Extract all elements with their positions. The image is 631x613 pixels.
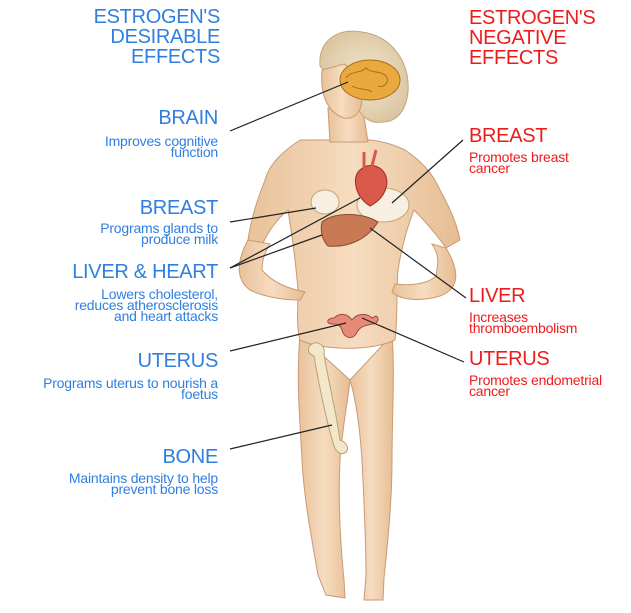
- effect-title: BREAST: [60, 200, 218, 217]
- effect-title: BRAIN: [60, 110, 218, 127]
- effect-description: Increases thromboembolism: [469, 312, 629, 334]
- desirable-effects-heading: ESTROGEN'S DESIRABLE EFFECTS: [60, 7, 220, 67]
- effect-title: BONE: [60, 449, 218, 466]
- effect-description: Lowers cholesterol, reduces atherosclero…: [20, 289, 218, 322]
- effect-description: Maintains density to help prevent bone l…: [20, 473, 218, 495]
- effect-title: BREAST: [469, 128, 629, 145]
- effect-description: Programs uterus to nourish a foetus: [6, 378, 218, 400]
- effect-description: Programs glands to produce milk: [40, 223, 218, 245]
- effect-title: LIVER & HEART: [20, 264, 218, 281]
- effect-title: UTERUS: [60, 353, 218, 370]
- negative-effects-heading: ESTROGEN'S NEGATIVE EFFECTS: [469, 8, 629, 68]
- effect-description: Promotes endometrial cancer: [469, 375, 629, 397]
- body-figure: [239, 31, 460, 600]
- effect-description: Improves cognitive function: [60, 136, 218, 158]
- effect-title: UTERUS: [469, 351, 629, 368]
- effect-description: Promotes breast cancer: [469, 152, 629, 174]
- effect-title: LIVER: [469, 288, 629, 305]
